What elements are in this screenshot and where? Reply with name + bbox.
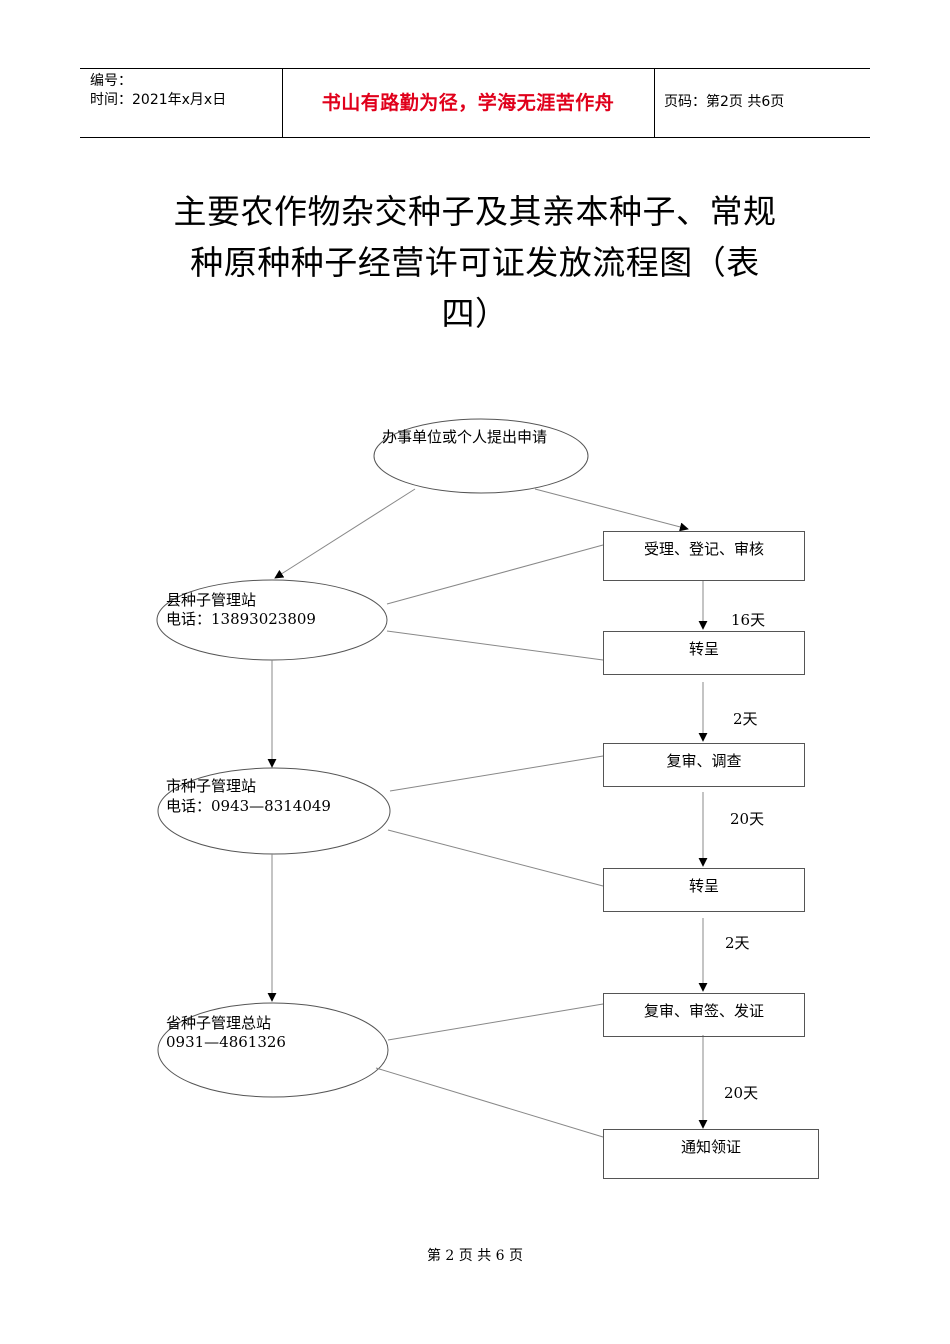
step-label: 通知领证	[680, 1138, 741, 1156]
province-station-phone: 0931—4861326	[166, 1033, 286, 1051]
step-label: 受理、登记、审核	[643, 540, 764, 558]
connector-line	[387, 829, 604, 887]
duration-label: 2天	[733, 710, 758, 728]
province-station-node	[157, 1002, 389, 1098]
step-label: 转呈	[688, 877, 719, 895]
duration-label: 16天	[731, 611, 766, 629]
step-box: 复审、调查	[603, 743, 805, 787]
header-time: 时间：2021年x月x日	[90, 92, 227, 108]
county-station-name: 县种子管理站	[166, 591, 257, 609]
header-number: 编号：	[90, 73, 132, 89]
connector-arrow	[534, 488, 689, 532]
start-node	[373, 418, 589, 494]
connector-arrow	[274, 488, 416, 579]
title-line: 四）	[441, 294, 509, 333]
duration-label: 20天	[730, 810, 765, 828]
header-meta: 编号： 时间：2021年x月x日	[90, 72, 226, 110]
connector-line	[386, 544, 604, 605]
step-box: 受理、登记、审核	[603, 531, 805, 581]
header-motto: 书山有路勤为径，学海无涯苦作舟	[321, 92, 615, 114]
header-divider	[282, 69, 283, 137]
connector-line	[375, 1067, 604, 1138]
step-label: 转呈	[688, 640, 719, 658]
page-footer: 第 2 页 共 6 页	[426, 1248, 524, 1264]
step-box: 转呈	[603, 868, 805, 912]
county-station-phone: 电话：13893023809	[166, 610, 316, 628]
title-line: 种原种种子经营许可证发放流程图（表	[190, 243, 760, 282]
page-title: 主要农作物杂交种子及其亲本种子、常规 种原种种子经营许可证发放流程图（表 四）	[140, 186, 810, 339]
header-page-number: 页码：第2页 共6页	[664, 94, 785, 110]
step-box: 通知领证	[603, 1129, 819, 1179]
connector-line	[386, 630, 604, 661]
start-label: 办事单位或个人提出申请	[382, 428, 548, 446]
connector-line	[387, 1003, 604, 1041]
step-box: 复审、审签、发证	[603, 993, 805, 1037]
duration-label: 2天	[725, 934, 750, 952]
city-station-phone: 电话：0943—8314049	[166, 797, 331, 815]
document-header: 编号： 时间：2021年x月x日 书山有路勤为径，学海无涯苦作舟 页码：第2页 …	[80, 68, 870, 138]
city-station-node	[157, 767, 391, 855]
province-station-name: 省种子管理总站	[166, 1014, 272, 1032]
step-label: 复审、调查	[666, 752, 742, 770]
duration-label: 20天	[724, 1084, 759, 1102]
title-line: 主要农作物杂交种子及其亲本种子、常规	[173, 192, 777, 231]
step-box: 转呈	[603, 631, 805, 675]
city-station-name: 市种子管理站	[166, 777, 257, 795]
connector-line	[389, 755, 604, 792]
header-divider	[654, 69, 655, 137]
step-label: 复审、审签、发证	[643, 1002, 764, 1020]
